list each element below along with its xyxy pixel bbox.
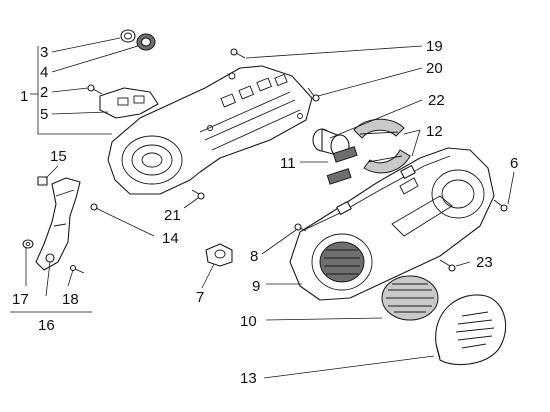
brake-pads bbox=[326, 146, 358, 185]
callout-16: 16 bbox=[38, 317, 55, 334]
callout-18: 18 bbox=[62, 291, 79, 308]
pin-18 bbox=[69, 264, 85, 274]
bracket-plate bbox=[99, 87, 159, 119]
callout-5: 5 bbox=[40, 106, 48, 123]
support-bracket bbox=[35, 177, 81, 271]
screw-23 bbox=[439, 259, 456, 272]
callout-13: 13 bbox=[240, 370, 257, 387]
callout-labels: 1 2 3 4 5 6 7 8 9 10 11 12 13 14 15 16 1… bbox=[12, 38, 518, 387]
callout-15: 15 bbox=[50, 148, 67, 165]
callout-11: 11 bbox=[280, 155, 296, 172]
callout-9: 9 bbox=[252, 278, 260, 295]
inner-cover bbox=[107, 65, 313, 195]
filter-grille bbox=[381, 275, 439, 321]
leader-lines bbox=[10, 37, 515, 379]
clutch-shoes bbox=[353, 118, 411, 174]
callout-4: 4 bbox=[40, 64, 48, 81]
nut-15 bbox=[37, 176, 48, 186]
callout-19: 19 bbox=[426, 38, 443, 55]
screw-21 bbox=[191, 189, 205, 200]
callout-12: 12 bbox=[426, 123, 443, 140]
callout-2: 2 bbox=[40, 84, 48, 101]
outer-cover bbox=[289, 147, 495, 301]
callout-10: 10 bbox=[240, 313, 257, 330]
screw-19 bbox=[230, 48, 246, 59]
callout-22: 22 bbox=[428, 92, 445, 109]
screw-14 bbox=[90, 203, 105, 213]
screw-20 bbox=[307, 87, 320, 102]
callout-23: 23 bbox=[476, 254, 493, 271]
bearing bbox=[136, 33, 156, 51]
callout-21: 21 bbox=[164, 207, 181, 224]
gasket-ring bbox=[120, 29, 136, 43]
grommet bbox=[205, 243, 233, 267]
washer-17 bbox=[22, 239, 34, 249]
callout-17: 17 bbox=[12, 291, 29, 308]
vented-cap bbox=[435, 294, 507, 366]
screw-2 bbox=[87, 84, 103, 95]
callout-8: 8 bbox=[250, 248, 258, 265]
callout-1: 1 bbox=[20, 88, 28, 105]
callout-7: 7 bbox=[196, 289, 204, 306]
callout-20: 20 bbox=[426, 60, 443, 77]
callout-6: 6 bbox=[510, 155, 518, 172]
screw-8 bbox=[294, 223, 307, 232]
screw-6 bbox=[493, 199, 508, 212]
callout-3: 3 bbox=[40, 44, 48, 61]
callout-14: 14 bbox=[162, 230, 179, 247]
